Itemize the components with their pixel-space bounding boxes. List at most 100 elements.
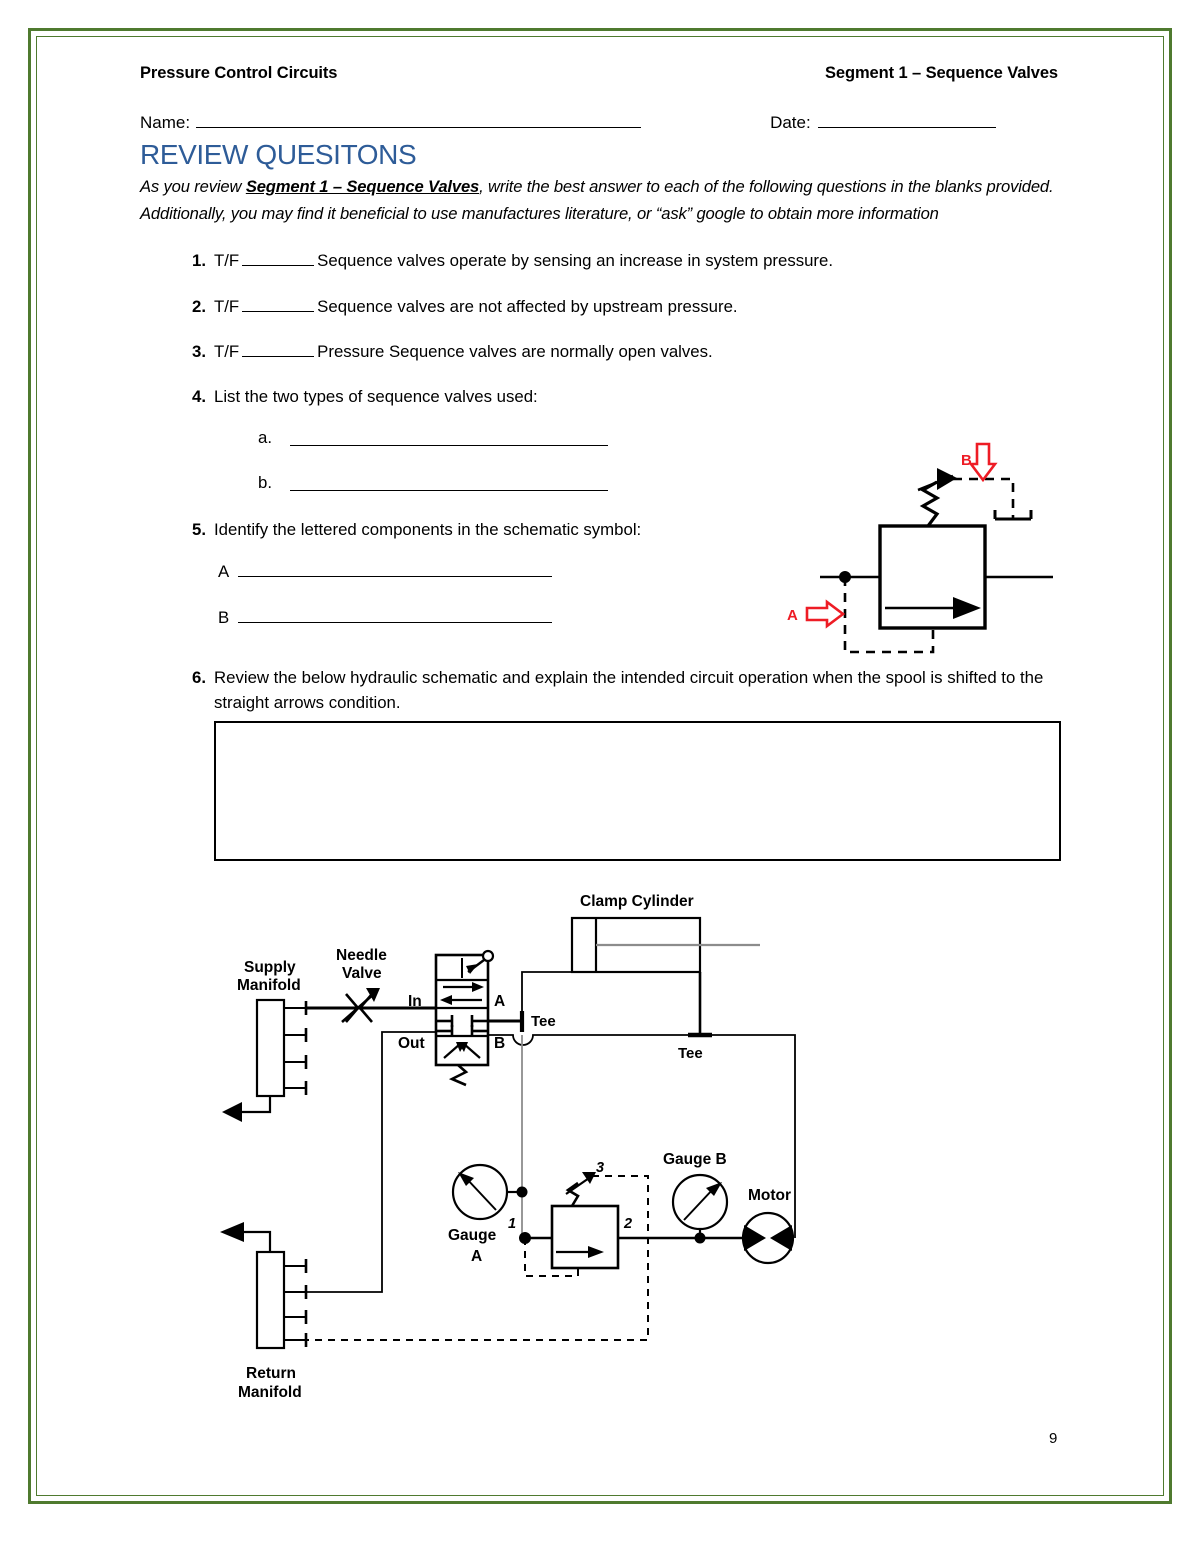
motor-label: Motor [748,1187,791,1204]
question-2-prefix: T/F [214,296,240,316]
return-discharge-line [244,1230,272,1252]
supply-source-line [240,1096,272,1114]
question-4a-answer-blank[interactable] [290,428,608,446]
date-input-blank[interactable] [817,112,996,129]
callout-label-b: B [961,452,972,469]
question-3-text: Pressure Sequence valves are normally op… [317,342,713,362]
gauge-b-needle [683,1187,715,1221]
valve-spring-icon [919,480,941,527]
dcv-out-return-line [284,1031,436,1293]
seq-valve-port3-label: 3 [596,1160,604,1176]
intro-paragraph: As you review Segment 1 – Sequence Valve… [140,174,1058,228]
return-manifold-label-line1: Return [246,1365,296,1382]
question-2-answer-blank[interactable] [242,295,315,312]
dcv-pos4-arrowhead-b [458,1042,468,1052]
dcv-spring-return-icon [448,1064,469,1087]
dcv-pos4-cross-a [443,1043,461,1059]
question-4b-answer-blank[interactable] [290,473,608,491]
question-5-answer-lines: A B [214,559,1060,630]
intro-emphasis: Segment 1 – Sequence Valves [245,176,480,196]
question-4: List the two types of sequence valves us… [178,385,1060,496]
name-input-blank[interactable] [196,112,642,129]
intro-text-part1: As you review [140,176,246,196]
tee-1: Tee [519,1011,556,1032]
page-border-inner [36,36,1164,1496]
date-group: Date: [770,112,996,133]
question-1-prefix: T/F [214,251,240,271]
dcv-pos4-cross-b [463,1043,481,1059]
question-1-text: Sequence valves operate by sensing an in… [317,251,834,271]
sub-marker-a: a. [258,427,272,447]
callout-arrow-a-shape [805,599,846,629]
tee-2-label: Tee [678,1045,703,1062]
seq-valve-body [550,1204,620,1270]
pilot-line-a [843,577,935,654]
dcv-pos2-arrowhead-b [440,995,452,1005]
supply-manifold-label-line2: Manifold [237,977,301,994]
clamp-cylinder: Clamp Cylinder [570,893,760,974]
motor-right-triangle [770,1225,792,1251]
question-5-text: Identify the lettered components in the … [214,519,642,539]
schematic-sequence-valve: 1 2 3 [284,1160,700,1341]
seq-valve-flow-arrowhead [588,1246,604,1258]
gauge-b: Gauge B [663,1151,729,1244]
supply-source-arrow [222,1102,242,1122]
date-label: Date: [770,113,811,133]
name-date-row: Name: Date: [140,112,1060,133]
needle-valve: Needle Valve [336,947,387,1023]
supply-manifold-body [255,998,286,1098]
valve-flow-arrowhead [953,597,981,619]
gauge-a-label-line2: A [471,1248,482,1265]
needle-valve-left-vee [345,993,360,1023]
needle-valve-arrowhead [366,988,380,1002]
callout-label-a: A [787,607,798,624]
question-5: Identify the lettered components in the … [178,518,1060,631]
question-4-text: List the two types of sequence valves us… [214,387,538,407]
needle-valve-right-vee [358,993,373,1023]
question-3-answer-blank[interactable] [242,341,315,358]
question-4-sublist: a. b. [214,428,1060,496]
seq-valve-port2-label: 2 [623,1216,632,1232]
question-4-sub-b: b. [258,473,1060,496]
return-manifold-body [255,1250,286,1350]
question-4-sub-a: a. [258,428,1060,451]
clamp-cylinder-label: Clamp Cylinder [580,893,694,910]
gauge-a-junction-dot [516,1186,528,1198]
seq-valve-port1-label: 1 [508,1216,516,1232]
return-manifold-label-line2: Manifold [238,1384,302,1401]
question-5-row-b: B [218,605,1060,630]
page-content: Pressure Control Circuits Segment 1 – Se… [140,64,1061,882]
question-6-answer-box[interactable] [214,721,1061,862]
question-1-answer-blank[interactable] [242,250,315,267]
question-3: T/F Pressure Sequence valves are normally… [178,340,1060,365]
question-5a-answer-blank[interactable] [238,559,552,577]
return-discharge-arrow [220,1222,244,1242]
answer-letter-a: A [218,561,230,581]
supply-manifold-label-line1: Supply [244,959,296,976]
seq-valve-spring-icon [565,1181,580,1207]
dcv-port-in-label: In [408,993,422,1010]
valve-adjust-arrowhead [937,468,957,490]
seq-valve-drain-line [284,1175,649,1341]
question-3-prefix: T/F [214,342,240,362]
dcv-manual-knob-icon[interactable] [481,949,495,963]
needle-valve-label-line2: Valve [342,965,382,982]
answer-letter-b: B [218,608,230,627]
question-5b-answer-blank[interactable] [238,605,552,623]
needle-valve-label-line1: Needle [336,947,387,964]
gauge-a-needle [465,1177,497,1211]
dcv-port-b-line-with-hop [488,1034,700,1046]
header-right-title: Segment 1 – Sequence Valves [824,64,1058,82]
callout-arrow-b: B [961,442,998,483]
supply-manifold: Supply Manifold [222,959,308,1122]
intro-text-part2: , write the best answer to each of the f… [140,176,1054,223]
page-border-outer [28,28,1172,1504]
pilot-line-b [953,477,1015,519]
header-left-title: Pressure Control Circuits [140,64,338,82]
hydraulic-schematic: Supply Manifold Needle Valve [200,880,880,1401]
hydraulic-motor: Motor [700,1187,795,1265]
question-5-row-a: A [218,559,1060,584]
sequence-valve-symbol-diagram: A B [785,440,1085,675]
motor-return-line [700,1034,796,1238]
